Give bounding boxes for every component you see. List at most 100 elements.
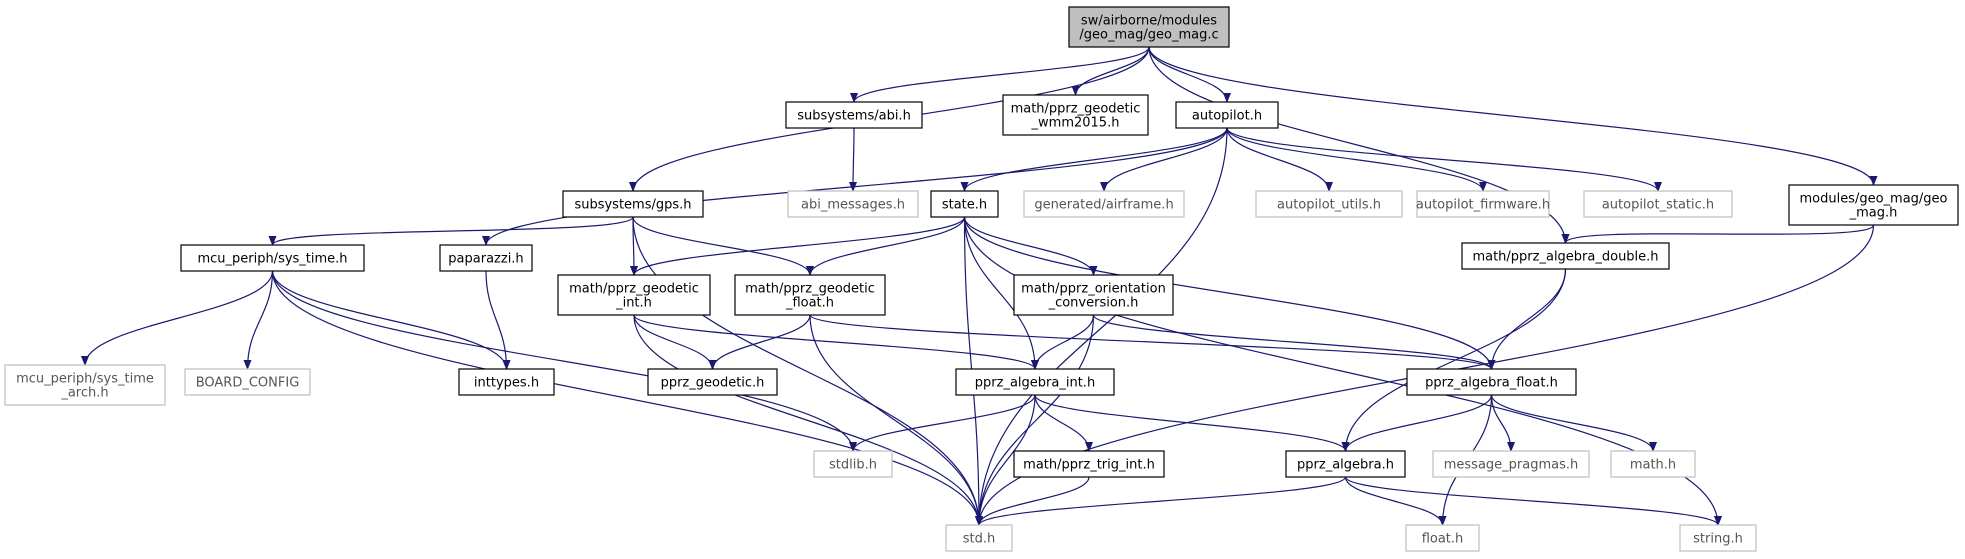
node-label: /geo_mag/geo_mag.c — [1079, 28, 1218, 43]
edge-paparazzi-to-inttypes — [485, 270, 511, 370]
node-box — [1788, 184, 1959, 226]
edge-alg_double-to-alg_float — [1487, 268, 1567, 370]
node-abi-messages: abi_messages.h — [787, 190, 919, 218]
node-math-h: math.h — [1610, 450, 1696, 478]
node-algebra[interactable]: pprz_algebra.h — [1285, 450, 1406, 478]
edge-orient-to-alg_float — [1092, 314, 1496, 370]
node-orient[interactable]: math/pprz_orientation_conversion.h — [1013, 274, 1174, 316]
node-box — [955, 368, 1115, 396]
edge-state-to-geod_float — [806, 216, 966, 276]
node-autopilot[interactable]: autopilot.h — [1175, 101, 1279, 129]
edge-algebra-to-float_h — [1344, 476, 1447, 526]
edge-orient-to-alg_int — [1031, 314, 1095, 370]
node-state[interactable]: state.h — [930, 190, 999, 218]
node-box — [785, 101, 923, 129]
node-box — [1610, 450, 1696, 478]
node-label: BOARD_CONFIG — [196, 376, 300, 391]
node-label: message_pragmas.h — [1444, 458, 1579, 473]
edge-geod_float-to-std — [809, 314, 983, 526]
node-box — [1679, 524, 1757, 552]
edge-root-to-abi — [850, 46, 1150, 103]
node-paparazzi[interactable]: paparazzi.h — [439, 244, 533, 272]
node-box — [184, 368, 311, 396]
node-wmm[interactable]: math/pprz_geodetic_wmm2015.h — [1002, 94, 1149, 136]
edges — [81, 46, 1878, 526]
edge-autopilot-to-ap_static — [1226, 127, 1662, 192]
node-label: math/pprz_orientation — [1021, 282, 1166, 297]
node-box — [734, 274, 886, 316]
edge-alg_double-to-algebra — [1341, 268, 1567, 452]
node-trig-int[interactable]: math/pprz_trig_int.h — [1013, 450, 1165, 478]
node-airframe: generated/airframe.h — [1023, 190, 1185, 218]
node-gps[interactable]: subsystems/gps.h — [562, 190, 704, 218]
node-label: subsystems/abi.h — [797, 109, 911, 124]
edge-state-to-orient — [963, 216, 1098, 276]
node-label: math/pprz_algebra_double.h — [1472, 250, 1658, 265]
node-alg-float[interactable]: pprz_algebra_float.h — [1406, 368, 1577, 396]
node-inttypes[interactable]: inttypes.h — [458, 368, 555, 396]
edge-state-to-alg_int — [963, 216, 1039, 370]
node-box — [1406, 368, 1577, 396]
edge-alg_int-to-trig_int — [1034, 394, 1093, 452]
edge-trig_int-to-std — [975, 476, 1090, 526]
node-label: pprz_algebra_float.h — [1425, 376, 1558, 391]
edge-gps-to-geod_float — [632, 216, 814, 276]
node-label: sw/airborne/modules — [1081, 14, 1217, 29]
edge-geod_int-to-geodetic — [633, 314, 717, 370]
node-geo-mag-h[interactable]: modules/geo_mag/geo_mag.h — [1788, 184, 1959, 226]
node-box — [439, 244, 533, 272]
edge-geod_float-to-alg_float — [809, 314, 1496, 370]
edge-alg_int-to-algebra — [1034, 394, 1350, 452]
node-box — [180, 244, 365, 272]
edge-alg_int-to-stdlib — [849, 394, 1036, 452]
edge-autopilot-to-ap_utils — [1226, 127, 1333, 192]
edge-autopilot-to-ap_firmware — [1226, 127, 1487, 192]
node-box — [1023, 190, 1185, 218]
edge-state-to-alg_float — [963, 216, 1496, 370]
node-box — [1461, 242, 1670, 270]
node-label: math/pprz_geodetic — [745, 282, 875, 297]
node-float-h: float.h — [1405, 524, 1480, 552]
node-ap-utils: autopilot_utils.h — [1255, 190, 1403, 218]
node-std: std.h — [945, 524, 1013, 552]
node-box — [1013, 274, 1174, 316]
node-root[interactable]: sw/airborne/modules/geo_mag/geo_mag.c — [1068, 6, 1230, 48]
node-label: autopilot_static.h — [1602, 198, 1714, 213]
node-box — [1285, 450, 1406, 478]
node-label: string.h — [1693, 532, 1743, 547]
node-label: float.h — [1422, 532, 1464, 547]
node-alg-int[interactable]: pprz_algebra_int.h — [955, 368, 1115, 396]
edge-orient-to-std — [975, 314, 1095, 526]
node-label: inttypes.h — [474, 376, 539, 391]
edge-abi-to-abi_messages — [849, 127, 858, 192]
edge-sys_time-to-inttypes — [271, 270, 511, 370]
node-sys-time[interactable]: mcu_periph/sys_time.h — [180, 244, 365, 272]
node-label: _conversion.h — [1048, 296, 1139, 311]
node-box — [930, 190, 999, 218]
node-board-config: BOARD_CONFIG — [184, 368, 311, 396]
node-geodetic[interactable]: pprz_geodetic.h — [647, 368, 778, 396]
edge-geod_float-to-geodetic — [708, 314, 811, 370]
edge-root-to-wmm — [1071, 46, 1150, 96]
edge-autopilot-to-paparazzi — [482, 127, 1228, 246]
node-box — [562, 190, 704, 218]
node-label: pprz_geodetic.h — [661, 376, 765, 391]
node-label: math/pprz_geodetic — [569, 282, 699, 297]
edge-state-to-geod_int — [630, 216, 966, 276]
node-box — [1416, 190, 1550, 218]
node-alg-double[interactable]: math/pprz_algebra_double.h — [1461, 242, 1670, 270]
node-geod-float[interactable]: math/pprz_geodetic_float.h — [734, 274, 886, 316]
node-label: pprz_algebra_int.h — [975, 376, 1095, 391]
node-geod-int[interactable]: math/pprz_geodetic_int.h — [557, 274, 711, 316]
node-box — [1002, 94, 1149, 136]
edge-autopilot-to-std — [975, 127, 1228, 526]
edge-alg_float-to-math_h — [1490, 394, 1657, 452]
node-label: stdlib.h — [829, 458, 877, 473]
node-label: std.h — [963, 532, 996, 547]
edge-algebra-to-string_h — [1344, 476, 1722, 526]
node-label: math.h — [1630, 458, 1676, 473]
edge-geod_int-to-alg_int — [633, 314, 1039, 370]
node-box — [813, 450, 893, 478]
edge-alg_float-to-algebra — [1341, 394, 1493, 452]
node-abi[interactable]: subsystems/abi.h — [785, 101, 923, 129]
